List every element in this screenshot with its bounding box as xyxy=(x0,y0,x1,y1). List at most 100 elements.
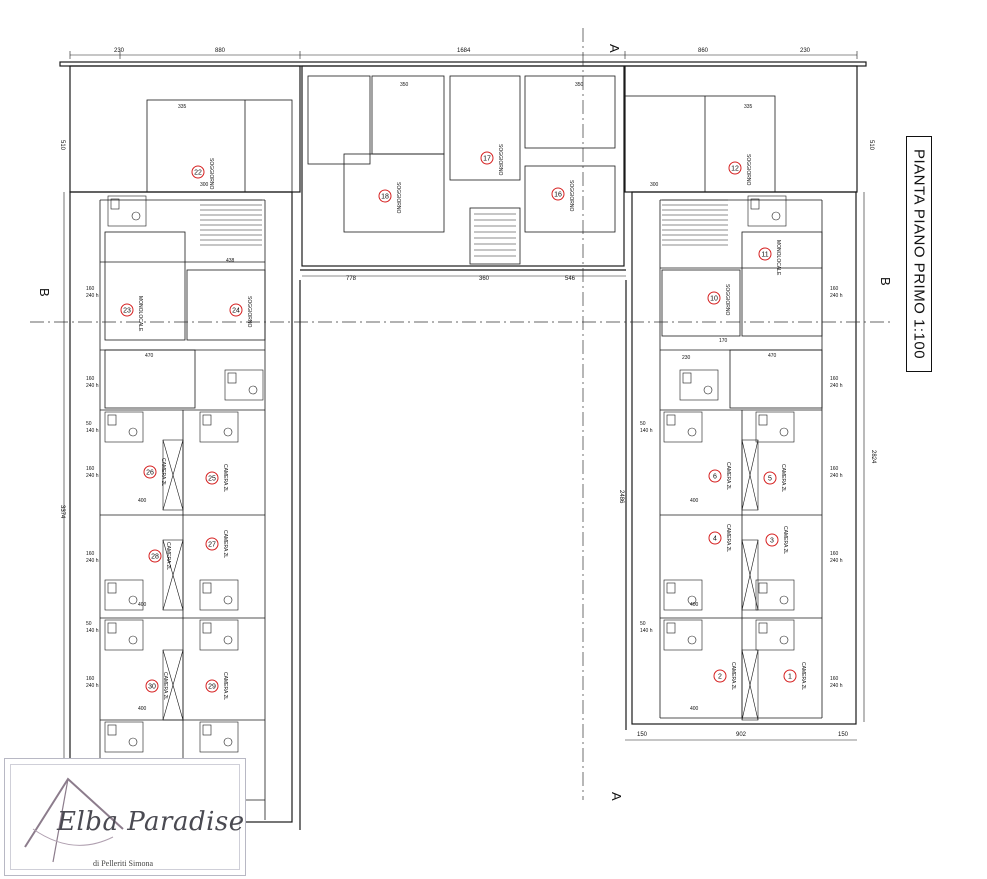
room-number-circle xyxy=(783,669,797,683)
room-label: SOGGIORNO xyxy=(568,180,574,212)
dim-bottom-1: 150 xyxy=(637,732,648,738)
sink-icon xyxy=(223,737,233,747)
room-number-circle xyxy=(763,471,777,485)
room-number: 27 xyxy=(208,542,216,549)
sink-icon xyxy=(779,595,789,605)
sink-icon xyxy=(128,427,138,437)
section-marker-b-left: B xyxy=(37,288,52,297)
unit-16 xyxy=(524,165,616,233)
toilet-icon xyxy=(107,414,117,426)
stair-hatch xyxy=(741,649,759,721)
room-label: CAMERA 2L xyxy=(800,662,806,690)
window-tag-height: 240 h xyxy=(830,473,843,479)
room-dimension: 438 xyxy=(226,258,235,264)
drawing-title-box: PIANTA PIANO PRIMO 1:100 xyxy=(906,136,932,372)
room-number: 18 xyxy=(381,194,389,201)
room-number: 22 xyxy=(194,170,202,177)
window-tag-height: 140 h xyxy=(640,628,653,634)
window-tag-width: 160 xyxy=(86,376,95,382)
window-tag-width: 50 xyxy=(86,621,92,627)
room-number-circle xyxy=(551,187,565,201)
sink-icon xyxy=(223,635,233,645)
room-dimension: 400 xyxy=(690,498,699,504)
room-label: CAMERA 2L xyxy=(725,524,731,552)
dimension-lines-layer xyxy=(63,51,865,822)
room-number: 6 xyxy=(713,474,717,481)
window-tag-height: 240 h xyxy=(830,383,843,389)
room-number: 12 xyxy=(731,166,739,173)
room-dimension: 335 xyxy=(178,104,187,110)
room-dimension: 470 xyxy=(768,353,777,359)
room-label: SOGGIORNO xyxy=(246,296,252,328)
room-number: 23 xyxy=(123,308,131,315)
bathroom xyxy=(679,369,719,401)
toilet-icon xyxy=(110,198,120,210)
unit-18 xyxy=(343,153,445,233)
room-label: SOGGIORNO xyxy=(395,182,401,214)
window-tag-height: 140 h xyxy=(86,428,99,434)
sink-icon xyxy=(128,595,138,605)
toilet-icon xyxy=(758,582,768,594)
bathroom xyxy=(199,721,239,753)
room-number-circle xyxy=(378,189,392,203)
dim-bottom-2: 902 xyxy=(736,732,747,738)
window-tag-height: 240 h xyxy=(86,683,99,689)
room-label: CAMERA 2L xyxy=(725,462,731,490)
section-marker-a-bottom: A xyxy=(609,792,624,801)
toilet-icon xyxy=(107,622,117,634)
room-central-c xyxy=(524,75,616,149)
drawing-title: PIANTA PIANO PRIMO 1:100 xyxy=(910,148,928,360)
bathroom xyxy=(104,411,144,443)
room-number: 25 xyxy=(208,476,216,483)
room-number-circle xyxy=(765,533,779,547)
sink-icon xyxy=(703,385,713,395)
room-number-circle xyxy=(205,537,219,551)
window-tag-width: 160 xyxy=(86,551,95,557)
sink-icon xyxy=(131,211,141,221)
window-tag-height: 240 h xyxy=(86,383,99,389)
window-tag-height: 240 h xyxy=(86,473,99,479)
toilet-icon xyxy=(227,372,237,384)
stair-hatch xyxy=(741,439,759,511)
wing-top-left-block xyxy=(69,65,301,193)
window-tag-width: 50 xyxy=(640,421,646,427)
window-tag-height: 240 h xyxy=(86,558,99,564)
dim-side-2: 510 xyxy=(868,140,874,151)
window-tag-width: 160 xyxy=(830,466,839,472)
room-dimension: 400 xyxy=(138,498,147,504)
window-tag-height: 140 h xyxy=(86,628,99,634)
window-tag-height: 240 h xyxy=(86,293,99,299)
toilet-icon xyxy=(758,622,768,634)
dim-side-5: 2486 xyxy=(618,490,624,504)
window-tag-width: 160 xyxy=(86,286,95,292)
dim-top-4: 860 xyxy=(698,48,709,54)
dim-mid-1: 778 xyxy=(346,276,357,282)
room-number-circle xyxy=(728,161,742,175)
bathroom xyxy=(199,619,239,651)
room-label: CAMERA 2L xyxy=(160,458,166,486)
room-label: CAMERA 2L xyxy=(222,672,228,700)
room-label: SOGGIORNO xyxy=(745,154,751,186)
dim-top-3: 1684 xyxy=(457,48,471,54)
toilet-icon xyxy=(750,198,760,210)
window-tag-height: 240 h xyxy=(830,558,843,564)
room-number: 29 xyxy=(208,684,216,691)
window-tag-width: 160 xyxy=(830,551,839,557)
unit-24 xyxy=(186,269,266,341)
room-dimension: 230 xyxy=(682,355,691,361)
room-dimension: 400 xyxy=(138,706,147,712)
bathroom xyxy=(224,369,264,401)
sink-icon xyxy=(128,635,138,645)
logo-name: Elba Paradise xyxy=(57,807,245,837)
window-tag-height: 240 h xyxy=(830,683,843,689)
room-dimension: 350 xyxy=(575,82,584,88)
unit-12 xyxy=(624,95,776,193)
logo-frame xyxy=(10,764,240,870)
logo: Elba Paradise di Pelleriti Simona xyxy=(4,758,246,876)
toilet-icon xyxy=(758,414,768,426)
room-number-circle xyxy=(205,679,219,693)
dim-side-3: 3374 xyxy=(59,505,65,519)
sink-icon xyxy=(687,595,697,605)
